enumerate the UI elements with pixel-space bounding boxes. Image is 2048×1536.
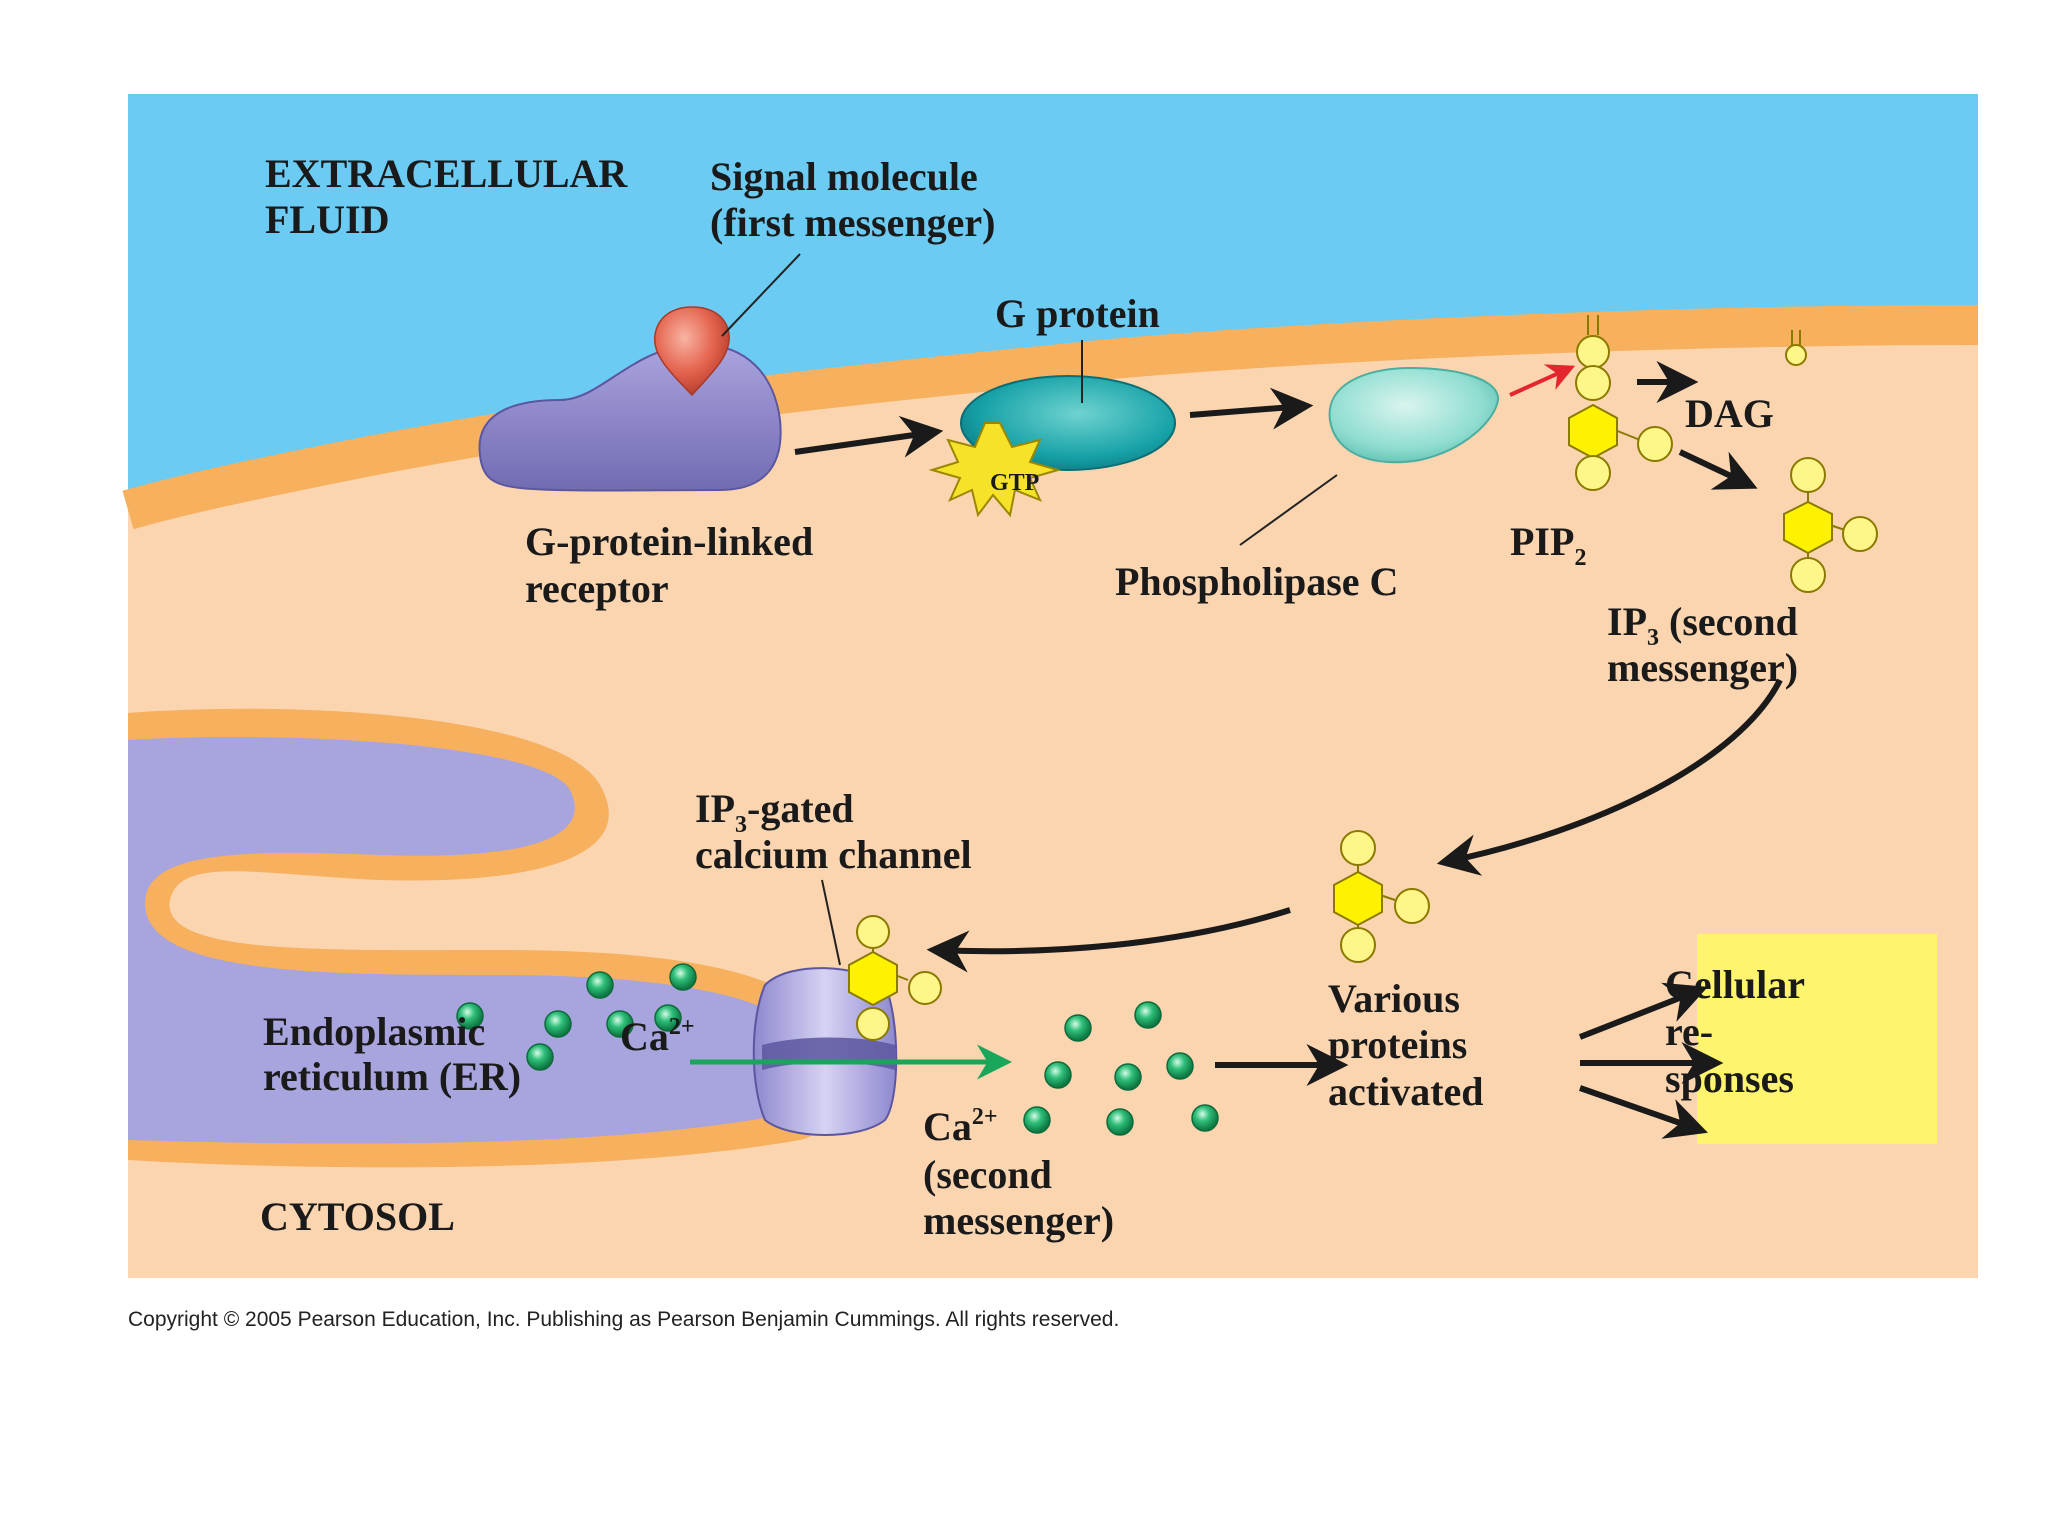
label-ip3-2: messenger) (1607, 645, 1798, 690)
label-fluid: FLUID (265, 197, 389, 242)
arrow-ip3-down (1436, 678, 1783, 876)
arrow-pip2-to-ip3 (1678, 449, 1758, 490)
label-ca-cytosol-1: Ca2+ (923, 1104, 998, 1149)
label-ca-cytosol-3: messenger) (923, 1198, 1114, 1243)
label-cytosol: CYTOSOL (260, 1194, 455, 1239)
arrow-plc-to-pip2 (1509, 364, 1576, 397)
arrow-to-response-1 (1578, 982, 1708, 1040)
label-ip3-1: IP3 (second (1607, 599, 1798, 651)
calcium-ion (586, 971, 614, 999)
arrow-gprotein-to-plc (1189, 387, 1314, 430)
label-receptor-2: receptor (525, 566, 669, 611)
arrow-receptor-to-gprotein (794, 415, 944, 458)
calcium-ion (1191, 1104, 1219, 1132)
label-first-messenger: (first messenger) (710, 200, 995, 245)
calcium-ion (1064, 1014, 1092, 1042)
label-receptor-1: G-protein-linked (525, 519, 813, 564)
calcium-ions-cytosol (1023, 1001, 1219, 1136)
label-proteins-2: proteins (1328, 1022, 1467, 1067)
gtp-star (928, 422, 1062, 518)
label-g-protein: G protein (995, 291, 1160, 336)
calcium-ion (1166, 1052, 1194, 1080)
label-responses-2: re- (1665, 1009, 1713, 1054)
calcium-ion (654, 1004, 682, 1032)
copyright-text: Copyright © 2005 Pearson Education, Inc.… (128, 1308, 1119, 1331)
arrow-to-response-3 (1579, 1085, 1708, 1139)
label-phospholipase-c: Phospholipase C (1115, 559, 1398, 604)
ip3-molecule-top (1783, 457, 1878, 593)
er-lumen (128, 737, 813, 1144)
label-pip2: PIP2 (1510, 519, 1586, 571)
pip2-molecule (1568, 315, 1673, 491)
calcium-ion (1114, 1063, 1142, 1091)
dag-molecule (1785, 330, 1807, 366)
calcium-ion (526, 1043, 554, 1071)
calcium-ion (544, 1010, 572, 1038)
label-ca-cytosol-2: (second (923, 1152, 1052, 1197)
label-extracellular: EXTRACELLULAR (265, 151, 628, 196)
label-channel-2: calcium channel (695, 832, 972, 877)
phospholipase-c (1328, 366, 1500, 464)
label-proteins-3: activated (1328, 1069, 1484, 1114)
label-responses-1: Cellular (1665, 962, 1805, 1007)
calcium-ions-er (456, 963, 697, 1071)
label-er-1: Endoplasmic (263, 1009, 485, 1054)
phospholipase-leader-line (1239, 474, 1338, 546)
label-er-2: reticulum (ER) (263, 1054, 521, 1099)
label-dag: DAG (1685, 391, 1774, 436)
label-ca-er: Ca2+ (620, 1014, 695, 1059)
label-proteins-1: Various (1328, 976, 1460, 1021)
gtp-label: GTP (990, 470, 1039, 496)
label-signal-molecule: Signal molecule (710, 154, 978, 199)
channel-leader-line (821, 879, 841, 966)
ip3-molecule-middle (1333, 830, 1430, 963)
arrow-ip3-to-channel (926, 907, 1291, 973)
cellular-responses-box (1697, 934, 1937, 1144)
plasma-membrane (122, 305, 1979, 530)
label-channel-1: IP3-gated (695, 786, 854, 838)
signal-molecule (654, 306, 730, 397)
calcium-ion (606, 1010, 634, 1038)
signal-leader-line (721, 253, 801, 337)
ip3-molecule-bound (848, 915, 942, 1041)
label-responses-3: sponses (1665, 1056, 1794, 1101)
calcium-ion (456, 1002, 484, 1030)
calcium-ion (669, 963, 697, 991)
calcium-ion (1134, 1001, 1162, 1029)
calcium-ion (1106, 1108, 1134, 1136)
calcium-ion (1044, 1061, 1072, 1089)
calcium-ion (1023, 1106, 1051, 1134)
